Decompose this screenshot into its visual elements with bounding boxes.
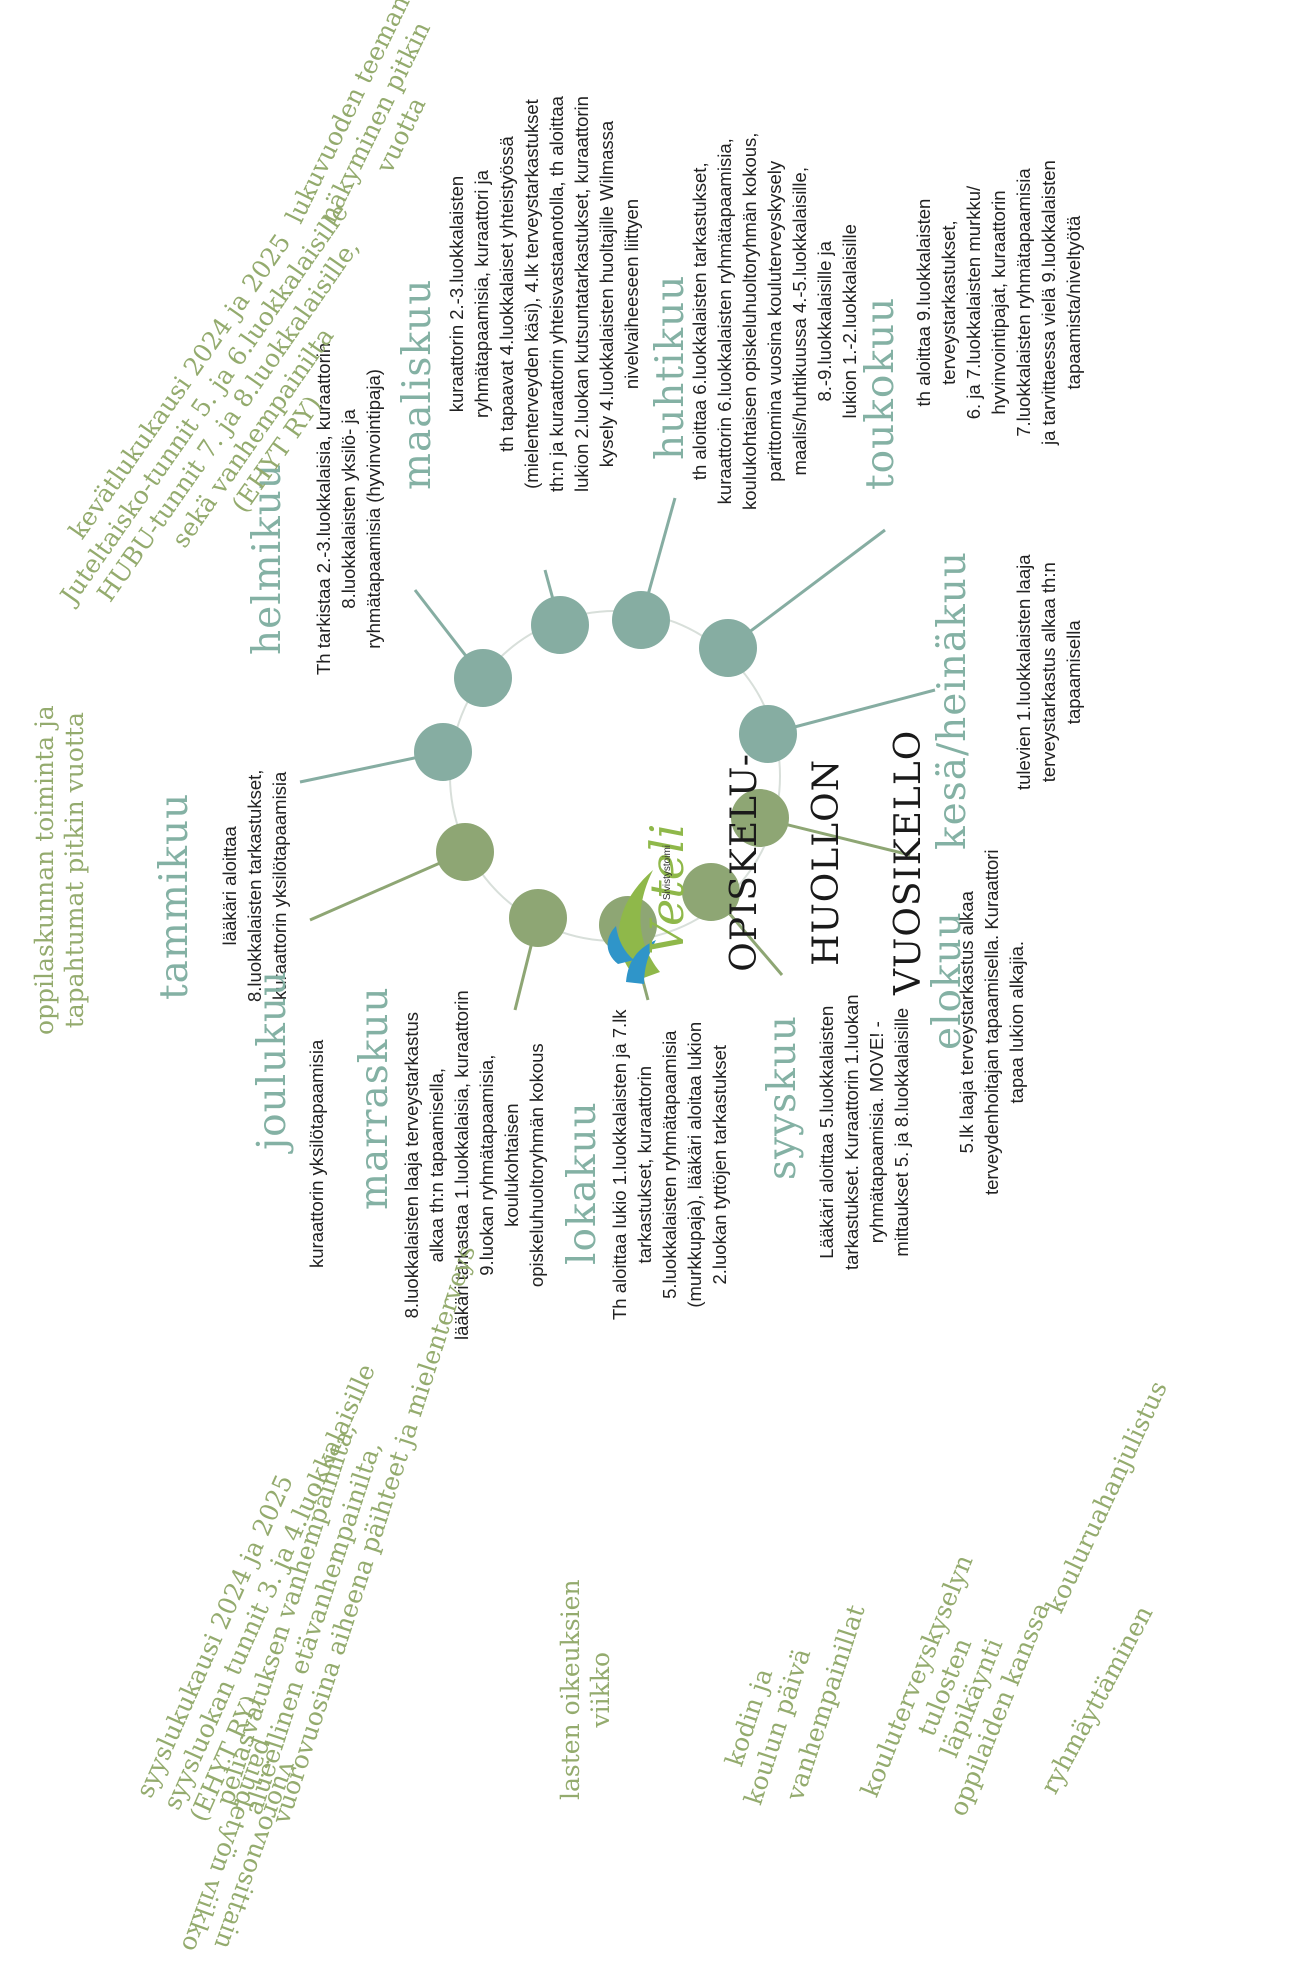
month-tammikuu-text: lääkäri aloittaa 8.luokkalaisten tarkast…	[219, 769, 290, 1002]
month-tammikuu: tammikuu	[152, 792, 197, 1000]
month-huhtikuu: huhtikuu	[648, 274, 693, 460]
dot-marraskuu	[509, 889, 567, 947]
dot-joulukuu	[436, 823, 494, 881]
dot-toukokuu	[699, 619, 757, 677]
dot-huhtikuu	[612, 591, 670, 649]
month-maaliskuu: maaliskuu	[395, 278, 440, 490]
month-marraskuu: marraskuu	[352, 986, 397, 1210]
dot-tammikuu	[414, 723, 472, 781]
month-lokakuu-text: Th aloittaa lukio 1.luokkalaisten ja 7.l…	[609, 1009, 730, 1320]
note-childrens-rights: lasten oikeuksien viikko	[556, 1579, 615, 1800]
month-lokakuu: lokakuu	[560, 1101, 605, 1265]
dot-syyskuu	[682, 863, 740, 921]
month-elokuu-text: 5.lk laaja terveystarkastus alkaa tervey…	[956, 849, 1027, 1195]
leaf-logo-icon	[607, 870, 660, 984]
logo-subtitle: Sivistystoimi	[662, 844, 673, 900]
spoke-toukokuu	[727, 528, 886, 650]
month-toukokuu-text: th aloittaa 9.luokkalaisten terveystarka…	[913, 160, 1084, 445]
dot-elokuu	[731, 789, 789, 847]
month-joulukuu: joulukuu	[250, 969, 295, 1150]
month-syyskuu-text: Lääkäri aloittaa 5.luokkalaisten tarkast…	[816, 994, 912, 1270]
dot-maaliskuu	[531, 596, 589, 654]
month-syyskuu: syyskuu	[760, 1015, 805, 1180]
dot-helmikuu	[454, 649, 512, 707]
clock-graphic	[299, 497, 936, 1011]
title-line-1: OPISKELU-	[724, 753, 766, 972]
month-joulukuu-text: kuraattorin yksilötapaamisia	[306, 1039, 327, 1268]
title-line-3: VUOSIKELLO	[888, 729, 930, 995]
month-kesaheinakuu-text: tulevien 1.luokkalaisten laaja terveysta…	[1013, 554, 1084, 790]
month-maaliskuu-text: kuraattorin 2.-3.luokkalaisten ryhmätapa…	[446, 96, 642, 492]
title-line-2: HUOLLON	[806, 758, 848, 966]
annual-clock-diagram: Veteli Sivistystoimi OPISKELU- HUOLLON V…	[30, 0, 1173, 1956]
dot-kesaheinakuu	[739, 705, 797, 763]
note-student-council: oppilaskunnan toiminta ja tapahtumat pit…	[30, 705, 89, 1035]
month-huhtikuu-text: th aloittaa 6.luokkalaisten tarkastukset…	[689, 132, 860, 510]
month-kesaheinakuu: kesä/heinäkuu	[930, 550, 975, 850]
month-toukokuu: toukokuu	[858, 296, 903, 490]
